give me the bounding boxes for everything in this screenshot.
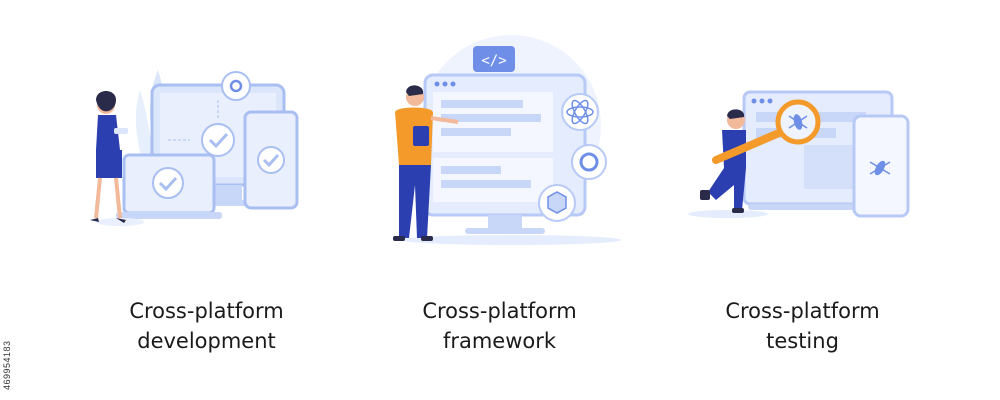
magnifier-bug-illustration	[688, 90, 910, 218]
devices-checkmark-illustration	[90, 70, 299, 226]
bug-icon	[869, 160, 891, 176]
panel-caption: Cross-platform framework	[422, 299, 577, 353]
code-tag-icon: </>	[481, 53, 506, 69]
panel-development: Cross-platform development	[40, 0, 373, 400]
stock-id: 469954183	[2, 340, 12, 390]
panel-framework: </> Cross-platform fr	[333, 0, 666, 400]
bug-icon	[788, 114, 808, 130]
monitor-code-illustration: </>	[393, 35, 621, 245]
panel-caption: Cross-platform development	[129, 299, 284, 353]
panel-caption: Cross-platform testing	[725, 299, 880, 353]
panel-testing: Cross-platform testing	[636, 0, 969, 400]
